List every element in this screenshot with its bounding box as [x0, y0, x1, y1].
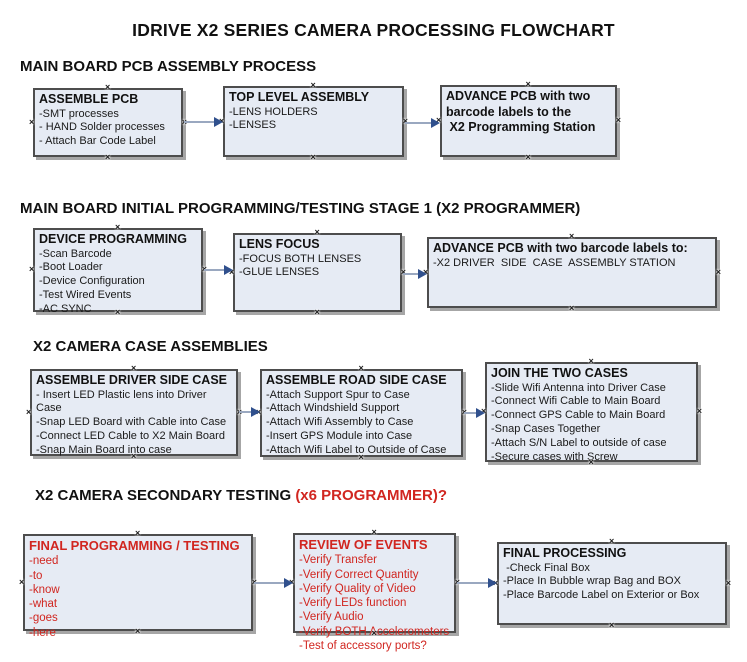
arrow-right-icon: [184, 116, 223, 128]
box-title: TOP LEVEL ASSEMBLY: [229, 90, 370, 104]
anchor-mark-icon: ×: [135, 528, 141, 538]
arrow-line: [405, 122, 434, 124]
anchor-mark-icon: ×: [525, 152, 531, 162]
anchor-mark-icon: ×: [615, 115, 621, 125]
box-title: DEVICE PROGRAMMING: [39, 232, 187, 246]
section-heading-case-assemblies: X2 CAMERA CASE ASSEMBLIES: [33, 338, 268, 355]
flow-box-advance-pcb-programming-station: ADVANCE PCB with two barcode labels to t…: [436, 80, 621, 162]
arrow-head-icon: [488, 578, 497, 588]
arrow-right-icon: [204, 264, 233, 276]
box-lines: -Check Final Box-Place In Bubble wrap Ba…: [503, 561, 700, 602]
box-lines: -LENS HOLDERS-LENSES: [229, 105, 318, 132]
arrow-line: [457, 582, 491, 584]
anchor-mark-icon: ×: [26, 406, 32, 417]
flow-box-join-the-two-cases: JOIN THE TWO CASES -Slide Wifi Antenna i…: [481, 357, 702, 467]
flow-box-device-programming: DEVICE PROGRAMMING -Scan Barcode-Boot Lo…: [29, 223, 207, 317]
box-title: ASSEMBLE ROAD SIDE CASE: [266, 373, 447, 387]
box-title: ADVANCE PCB with two barcode labels to t…: [446, 89, 596, 135]
section-heading-text: MAIN BOARD PCB ASSEMBLY PROCESS: [20, 58, 317, 75]
arrow-head-icon: [214, 117, 223, 127]
flow-box-top-level-assembly: TOP LEVEL ASSEMBLY -LENS HOLDERS-LENSES …: [219, 81, 408, 162]
anchor-mark-icon: ×: [609, 620, 615, 630]
flow-box-review-of-events: REVIEW OF EVENTS -Verify Transfer-Verify…: [289, 528, 460, 652]
arrow-right-icon: [254, 577, 293, 589]
page-title: IDRIVE X2 SERIES CAMERA PROCESSING FLOWC…: [132, 20, 615, 40]
flow-box-final-programming-testing: FINAL PROGRAMMING / TESTING -need-to-kno…: [19, 529, 257, 639]
arrow-line: [254, 582, 287, 584]
box-lines: -Scan Barcode-Boot Loader-Device Configu…: [39, 247, 145, 316]
arrow-right-icon: [403, 268, 427, 280]
section-heading-secondary-testing: X2 CAMERA SECONDARY TESTING (x6 PROGRAMM…: [35, 487, 447, 504]
anchor-mark-icon: ×: [696, 406, 702, 416]
arrow-line: [204, 269, 227, 271]
flow-box-advance-pcb-driver-side: ADVANCE PCB with two barcode labels to: …: [423, 232, 721, 313]
section-heading-text: X2 CAMERA SECONDARY TESTING: [35, 487, 296, 504]
anchor-mark-icon: ×: [19, 576, 25, 587]
anchor-mark-icon: ×: [371, 527, 377, 537]
box-lines: -X2 DRIVER SIDE CASE ASSEMBLY STATION: [433, 256, 676, 269]
box-lines: -Slide Wifi Antenna into Driver Case-Con…: [491, 381, 667, 463]
anchor-mark-icon: ×: [131, 363, 137, 373]
section-heading-pcb-assembly: MAIN BOARD PCB ASSEMBLY PROCESS: [20, 58, 316, 75]
anchor-mark-icon: ×: [715, 266, 721, 277]
section-heading-initial-programming: MAIN BOARD INITIAL PROGRAMMING/TESTING S…: [20, 200, 580, 217]
box-title: ASSEMBLE DRIVER SIDE CASE: [36, 373, 228, 387]
box-title: JOIN THE TWO CASES: [491, 366, 628, 380]
box-title: ASSEMBLE PCB: [39, 92, 139, 106]
arrow-head-icon: [224, 265, 233, 275]
arrow-right-icon: [239, 406, 260, 418]
anchor-mark-icon: ×: [588, 356, 594, 366]
box-title: LENS FOCUS: [239, 237, 320, 251]
section-heading-text: MAIN BOARD INITIAL PROGRAMMING/TESTING S…: [20, 200, 581, 217]
flow-box-assemble-pcb: ASSEMBLE PCB -SMT processes- HAND Solder…: [29, 83, 187, 162]
arrow-line: [403, 273, 421, 275]
anchor-mark-icon: ×: [358, 363, 364, 373]
flow-box-assemble-driver-side-case: ASSEMBLE DRIVER SIDE CASE - Insert LED P…: [26, 364, 242, 461]
section-heading-red-text: (x6 PROGRAMMER)?: [295, 487, 447, 504]
arrow-right-icon: [457, 577, 497, 589]
box-title: FINAL PROCESSING: [503, 546, 627, 560]
anchor-mark-icon: ×: [569, 231, 575, 241]
section-heading-text: X2 CAMERA CASE ASSEMBLIES: [33, 338, 268, 355]
box-lines: -Attach Support Spur to Case-Attach Wind…: [266, 388, 447, 457]
arrow-line: [464, 412, 479, 414]
anchor-mark-icon: ×: [609, 536, 615, 546]
box-lines: -Verify Transfer-Verify Correct Quantity…: [299, 554, 450, 652]
arrow-right-icon: [405, 117, 440, 129]
arrow-line: [184, 121, 217, 123]
anchor-mark-icon: ×: [105, 82, 111, 92]
arrow-head-icon: [284, 578, 293, 588]
box-title: FINAL PROGRAMMING / TESTING: [29, 538, 240, 553]
box-lines: -SMT processes- HAND Solder processes- A…: [39, 107, 165, 148]
box-lines: - Insert LED Plastic lens into Driver Ca…: [36, 388, 227, 457]
flow-box-assemble-road-side-case: ASSEMBLE ROAD SIDE CASE -Attach Support …: [256, 364, 467, 462]
arrow-head-icon: [418, 269, 427, 279]
arrow-right-icon: [464, 407, 485, 419]
box-lines: -FOCUS BOTH LENSES-GLUE LENSES: [239, 252, 362, 279]
anchor-mark-icon: ×: [115, 222, 121, 232]
anchor-mark-icon: ×: [725, 577, 731, 588]
anchor-mark-icon: ×: [314, 307, 320, 317]
anchor-mark-icon: ×: [569, 303, 575, 313]
flow-box-lens-focus: LENS FOCUS -FOCUS BOTH LENSES-GLUE LENSE…: [229, 228, 406, 317]
box-title: ADVANCE PCB with two barcode labels to:: [433, 241, 688, 255]
flow-box-final-processing: FINAL PROCESSING -Check Final Box-Place …: [493, 537, 731, 630]
anchor-mark-icon: ×: [29, 264, 35, 274]
arrow-head-icon: [431, 118, 440, 128]
arrow-line: [239, 411, 254, 413]
box-lines: -need-to-know-what-goes-here: [29, 555, 60, 639]
anchor-mark-icon: ×: [29, 116, 35, 127]
arrow-head-icon: [251, 407, 260, 417]
box-title: REVIEW OF EVENTS: [299, 537, 428, 552]
anchor-mark-icon: ×: [525, 79, 531, 89]
arrow-head-icon: [476, 408, 485, 418]
anchor-mark-icon: ×: [310, 80, 316, 90]
anchor-mark-icon: ×: [314, 227, 320, 237]
anchor-mark-icon: ×: [105, 152, 111, 162]
anchor-mark-icon: ×: [310, 152, 316, 162]
